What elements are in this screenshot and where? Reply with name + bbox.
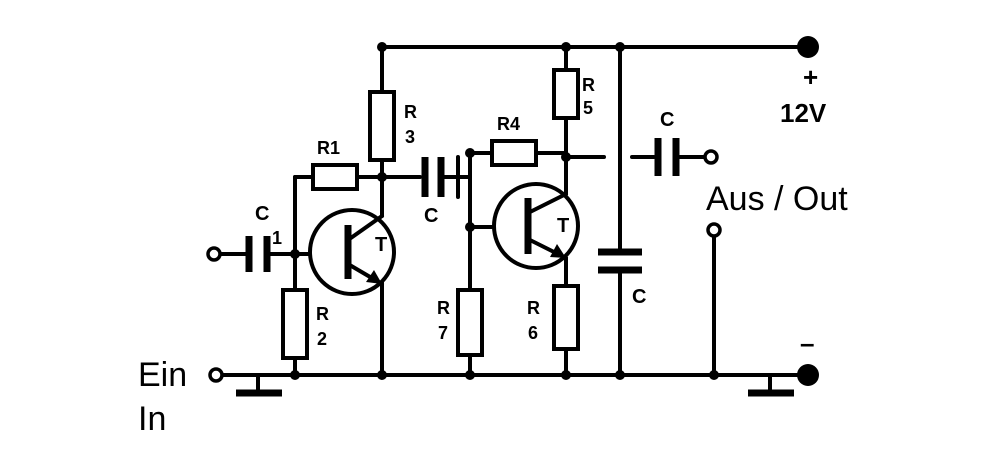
- junction-dot: [377, 172, 387, 182]
- resistor-r6: [552, 284, 580, 351]
- label-r6-index: 6: [528, 323, 538, 343]
- label-c-input: C: [255, 203, 269, 225]
- junction-dot: [615, 42, 625, 52]
- label-r3-index: 3: [405, 127, 415, 147]
- label-supply-minus: –: [800, 328, 814, 358]
- label-supply-voltage: 12V: [780, 98, 827, 128]
- label-t1: T: [375, 234, 387, 256]
- label-r5: R: [582, 75, 595, 95]
- terminal-input-lower: [208, 367, 224, 383]
- label-r2: R: [316, 304, 329, 324]
- terminal-input-upper: [206, 246, 222, 262]
- junction-dot: [561, 152, 571, 162]
- label-c-output: C: [660, 109, 674, 131]
- label-input-de: Ein: [138, 356, 187, 394]
- label-output: Aus / Out: [706, 180, 848, 218]
- label-r7-index: 7: [438, 323, 448, 343]
- resistor-r7: [456, 288, 484, 357]
- junction-dot: [465, 148, 475, 158]
- junction-dot: [290, 370, 300, 380]
- transistor-t1: [308, 208, 396, 296]
- junction-dot: [615, 370, 625, 380]
- resistor-r3: [368, 90, 396, 162]
- junction-dot: [377, 42, 387, 52]
- junction-dot: [465, 222, 475, 232]
- label-r4: R4: [497, 114, 520, 134]
- junction-dot: [561, 370, 571, 380]
- label-supply-plus: +: [803, 62, 818, 92]
- resistor-r5: [552, 68, 580, 120]
- label-r3: R: [404, 102, 417, 122]
- terminal-supply-positive: [797, 36, 819, 58]
- resistor-r1: [311, 163, 359, 191]
- junction-dot: [561, 42, 571, 52]
- resistor-r2: [281, 288, 309, 360]
- junction-dot: [465, 370, 475, 380]
- label-t2: T: [557, 215, 569, 237]
- resistor-r4: [490, 139, 538, 167]
- terminal-output-lower: [706, 222, 722, 238]
- junction-dot: [290, 249, 300, 259]
- label-r2-index: 2: [317, 329, 327, 349]
- junction-dot: [377, 370, 387, 380]
- label-r1: R1: [317, 138, 340, 158]
- label-r6: R: [527, 298, 540, 318]
- label-r7: R: [437, 298, 450, 318]
- terminal-supply-negative: [797, 364, 819, 386]
- terminal-output-upper: [703, 149, 719, 165]
- label-c-coupling: C: [424, 205, 438, 227]
- junction-dot: [709, 370, 719, 380]
- label-r5-index: 5: [583, 98, 593, 118]
- label-input-en: In: [138, 400, 166, 438]
- label-c-input-index: 1: [272, 228, 282, 248]
- transistor-t2: [492, 182, 580, 270]
- label-c-supply: C: [632, 286, 646, 308]
